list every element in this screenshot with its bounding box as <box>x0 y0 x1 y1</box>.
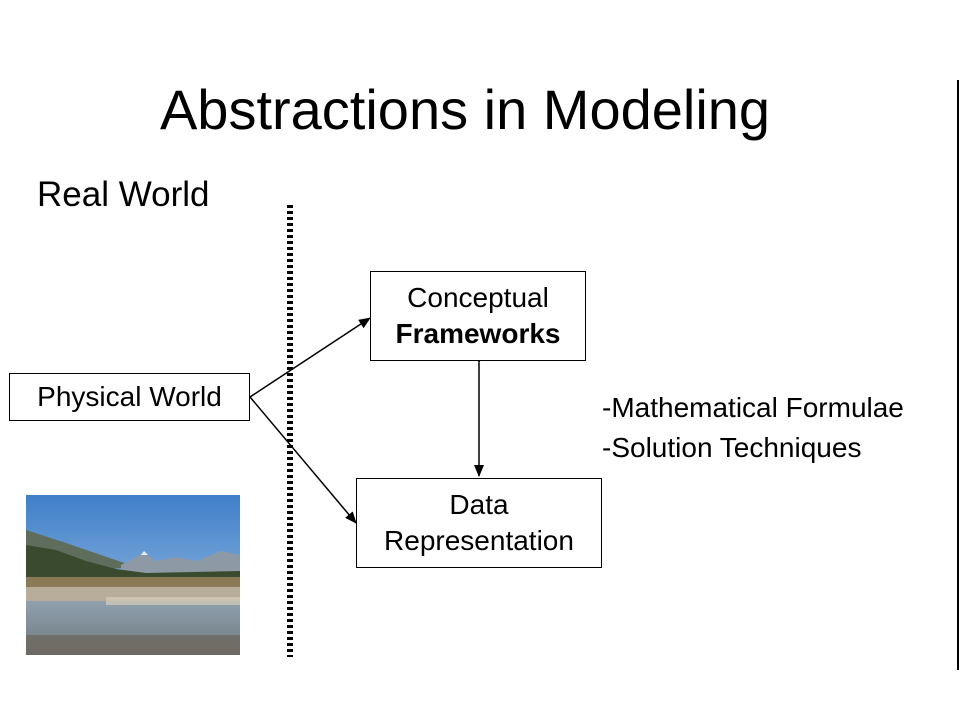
physical-world-label: Physical World <box>37 381 222 412</box>
note-math-formulae: -Mathematical Formulae <box>602 392 904 423</box>
conceptual-frameworks-box: Conceptual Frameworks <box>370 271 586 361</box>
arrow-to-conceptual <box>249 317 371 398</box>
physical-world-box: Physical World <box>9 373 250 421</box>
conceptual-label: Conceptual <box>407 282 549 313</box>
data-label: Data <box>449 489 509 520</box>
notes-list: -Mathematical Formulae -Solution Techniq… <box>602 388 904 468</box>
data-representation-box: Data Representation <box>356 478 602 568</box>
real-world-label: Real World <box>37 175 210 214</box>
representation-label: Representation <box>384 525 574 556</box>
dotted-divider <box>287 205 293 657</box>
arrow-to-data <box>249 396 357 524</box>
landscape-photo <box>26 495 240 655</box>
note-solution-techniques: -Solution Techniques <box>602 432 862 463</box>
slide-title: Abstractions in Modeling <box>159 78 771 141</box>
frameworks-label: Frameworks <box>395 318 561 349</box>
right-border-line <box>957 80 959 670</box>
